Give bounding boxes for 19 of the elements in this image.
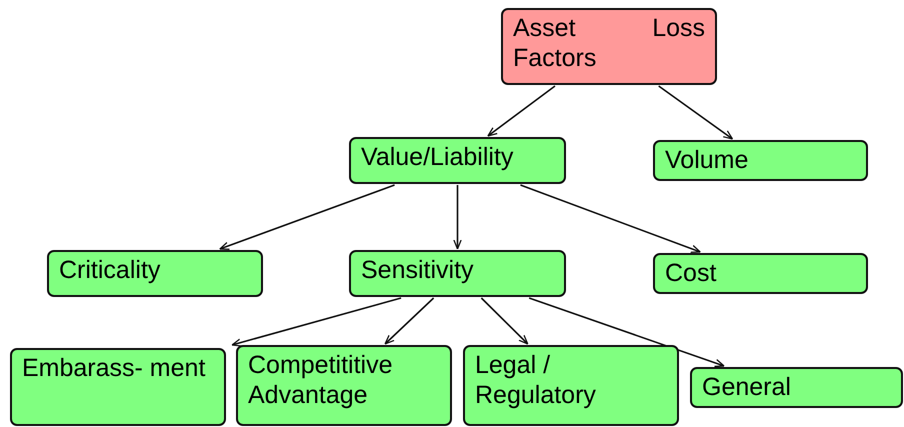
- category-box: Cost: [653, 253, 868, 294]
- arrow: [453, 185, 462, 250]
- arrow: [480, 297, 528, 345]
- category-box: General: [690, 367, 903, 408]
- category-box: Competititive Advantage: [236, 345, 452, 426]
- arrow: [658, 85, 734, 140]
- arrow: [520, 184, 701, 253]
- category-box: Legal / Regulatory: [463, 345, 679, 426]
- root-box: Asset Loss Factors: [501, 8, 717, 85]
- arrow: [384, 297, 434, 345]
- category-box: Sensitivity: [349, 250, 566, 297]
- arrow: [528, 297, 725, 368]
- category-box: Volume: [653, 140, 868, 181]
- arrow: [219, 184, 395, 250]
- category-box: Embarass- ment: [10, 348, 226, 426]
- arrow: [231, 297, 402, 347]
- category-box: Criticality: [47, 250, 263, 297]
- arrow: [487, 85, 556, 137]
- category-box: Value/Liability: [349, 137, 566, 184]
